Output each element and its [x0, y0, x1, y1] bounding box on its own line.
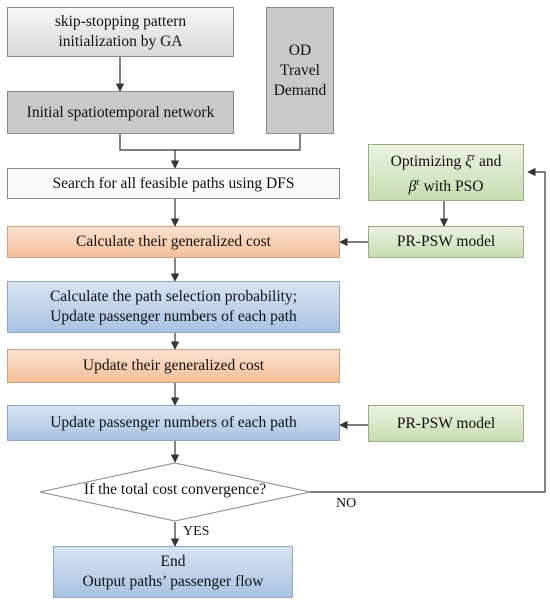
end-box: End Output paths’ passenger flow — [53, 546, 293, 598]
edge-network-merge — [119, 134, 301, 151]
ga-line-1: skip-stopping pattern — [54, 13, 187, 30]
pso-line-2: βr with PSO — [409, 173, 484, 197]
calc-probability-box: Calculate the path selection probability… — [7, 281, 340, 333]
od-line-2: Travel — [280, 61, 320, 79]
pso-line-1-pre: Optimizing — [390, 153, 466, 171]
pso-line-2-post: with PSO — [419, 177, 484, 195]
pso-optimization-box: Optimizing ξr and βr with PSO — [368, 144, 524, 201]
xi-symbol: ξ — [465, 153, 472, 171]
search-paths-label: Search for all feasible paths using DFS — [52, 174, 295, 192]
update-cost-box: Update their generalized cost — [7, 349, 340, 383]
update-cost-label: Update their generalized cost — [82, 357, 265, 374]
yes-label: YES — [183, 524, 210, 539]
prpsw-bottom-label: PR-PSW model — [396, 414, 496, 432]
prpsw-top-label: PR-PSW model — [396, 233, 496, 250]
calc-cost-label: Calculate their generalized cost — [76, 233, 271, 250]
prpsw-model-bottom-box: PR-PSW model — [368, 405, 524, 442]
calc-prob-line-1: Calculate the path selection probability… — [49, 288, 298, 305]
ga-line-2: initialization by GA — [58, 33, 183, 50]
calc-prob-line-2: Update passenger numbers of each path — [50, 308, 297, 325]
prpsw-model-top-box: PR-PSW model — [368, 226, 524, 258]
end-line-2: Output paths’ passenger flow — [82, 573, 264, 590]
ga-initialization-box: skip-stopping pattern initialization by … — [7, 7, 234, 57]
end-line-1: End — [160, 553, 186, 570]
no-label: NO — [336, 496, 357, 511]
decision-diamond — [39, 462, 311, 522]
update-passengers-label: Update passenger numbers of each path — [50, 414, 297, 431]
convergence-question: If the total cost convergence? — [83, 481, 267, 498]
od-line-1: OD — [288, 41, 312, 59]
initial-network-label: Initial spatiotemporal network — [26, 103, 215, 121]
initial-network-box: Initial spatiotemporal network — [7, 91, 234, 134]
search-paths-box: Search for all feasible paths using DFS — [7, 168, 340, 199]
edge-no-feedback — [310, 167, 546, 493]
od-demand-box: OD Travel Demand — [266, 7, 334, 134]
beta-symbol: β — [408, 177, 417, 195]
xi-superscript: r — [471, 152, 476, 164]
calc-cost-box: Calculate their generalized cost — [7, 226, 340, 258]
beta-superscript: r — [416, 176, 420, 188]
update-passengers-box: Update passenger numbers of each path — [7, 405, 340, 441]
pso-line-1: Optimizing ξr and — [391, 148, 502, 172]
od-line-3: Demand — [273, 81, 327, 99]
pso-line-1-post: and — [475, 153, 502, 171]
